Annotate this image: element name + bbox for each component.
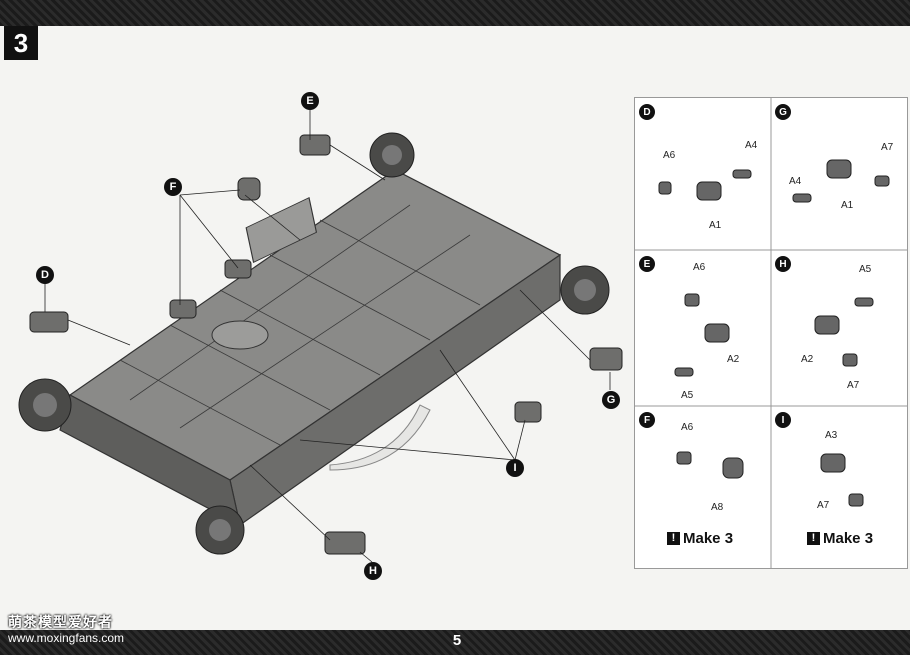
callout-h: H — [364, 562, 382, 580]
sub-assembly-grid: D A6 A4 A1 G A7 A4 A1 E A6 A2 A5 H A5 A2… — [634, 97, 908, 569]
part-label: A2 — [727, 354, 740, 365]
attention-icon: ! — [667, 532, 680, 545]
part-label: A1 — [841, 200, 854, 211]
sprocket-front-left — [369, 132, 415, 178]
part-label: A1 — [709, 220, 722, 231]
watermark-url: www.moxingfans.com — [8, 631, 125, 645]
part-label: A2 — [801, 354, 814, 365]
part-label: A5 — [859, 264, 872, 275]
hull-assembly-illustration — [18, 110, 623, 563]
part-label: A8 — [711, 502, 724, 513]
sub-e-parts — [674, 293, 730, 377]
sub-h-parts — [814, 297, 874, 367]
callout-g: G — [602, 391, 620, 409]
make-3-text: Make 3 — [683, 530, 734, 547]
attention-icon: ! — [807, 532, 820, 545]
callout-f: F — [164, 178, 182, 196]
sub-step-e-label: E — [639, 256, 655, 272]
page-number: 5 — [452, 632, 462, 649]
make-3-text: Make 3 — [823, 530, 874, 547]
callout-d: D — [36, 266, 54, 284]
part-label: A6 — [681, 422, 694, 433]
part-label: A4 — [745, 140, 758, 151]
sub-d-parts — [658, 169, 752, 201]
hull-underside-shape — [329, 404, 431, 471]
step-number: 3 — [4, 26, 38, 60]
part-label: A5 — [681, 390, 694, 401]
hull-hatch — [245, 196, 318, 264]
hull-panel-lines — [119, 204, 481, 446]
part-label: A7 — [817, 500, 830, 511]
sub-step-i-label: I — [775, 412, 791, 428]
watermark-text: 萌茶模型爱好者 — [8, 615, 113, 631]
sprocket-front-right — [560, 265, 610, 315]
callout-i: I — [506, 459, 524, 477]
sub-step-g-label: G — [775, 104, 791, 120]
sub-step-f-label: F — [639, 412, 655, 428]
make-3-note: ! Make 3 — [667, 530, 733, 547]
make-3-note: ! Make 3 — [807, 530, 873, 547]
suspension-parts — [29, 134, 623, 555]
leader-lines — [44, 110, 611, 563]
callout-e: E — [301, 92, 319, 110]
top-decorative-band — [0, 0, 910, 26]
sub-step-i: I A3 A7 ! Make 3 — [771, 406, 907, 568]
sprocket-rear-bottom — [195, 505, 245, 555]
sub-i-parts — [820, 453, 864, 507]
sub-f-parts — [676, 451, 744, 479]
sub-step-h-label: H — [775, 256, 791, 272]
hull-dome — [211, 320, 269, 350]
part-label: A4 — [789, 176, 802, 187]
sub-step-h: H A5 A2 A7 — [771, 250, 907, 406]
sprocket-rear — [18, 378, 72, 432]
part-label: A7 — [847, 380, 860, 391]
bottom-decorative-band — [0, 630, 910, 655]
sub-step-e: E A6 A2 A5 — [635, 250, 771, 406]
part-label: A3 — [825, 430, 838, 441]
sub-step-g: G A7 A4 A1 — [771, 98, 907, 250]
grid-dividers — [635, 98, 907, 568]
part-label: A7 — [881, 142, 894, 153]
part-label: A6 — [693, 262, 706, 273]
part-label: A6 — [663, 150, 676, 161]
sub-step-d: D A6 A4 A1 — [635, 98, 771, 250]
sub-step-f: F A6 A8 ! Make 3 — [635, 406, 771, 568]
sub-step-d-label: D — [639, 104, 655, 120]
sub-g-parts — [792, 159, 890, 203]
